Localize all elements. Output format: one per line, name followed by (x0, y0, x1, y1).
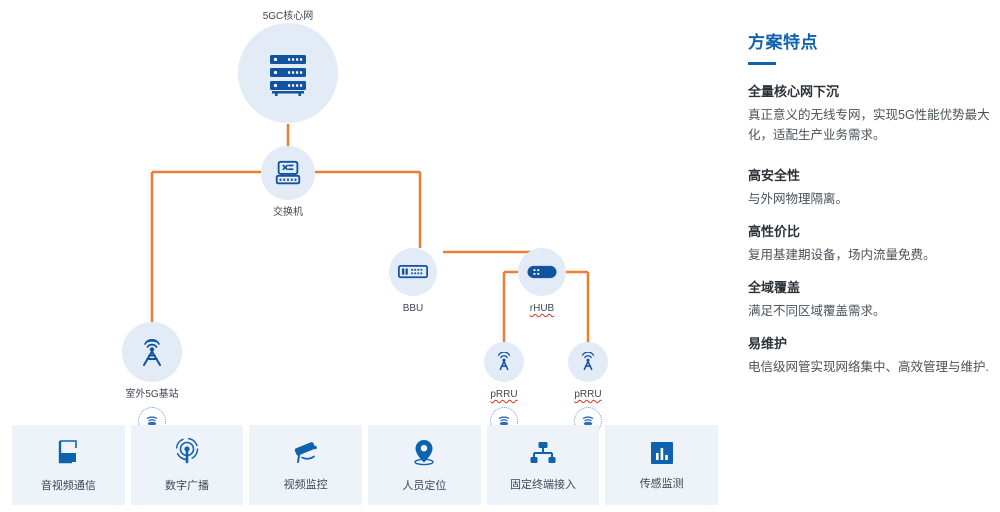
antenna-icon (581, 352, 595, 371)
panel-title-underline (748, 62, 776, 65)
node-bbu[interactable]: BBU (389, 248, 437, 315)
bbu-unit-icon (398, 264, 428, 279)
network-tree-icon (530, 441, 556, 463)
feature-body: 真正意义的无线专网，实现5G性能优势最大化，适配生产业务需求。 (748, 108, 990, 142)
feature-item: 全量核心网下沉 真正意义的无线专网，实现5G性能优势最大化，适配生产业务需求。 (748, 83, 1000, 145)
node-label-prru-1: pRRU (490, 389, 518, 400)
node-bubble-switch (261, 146, 315, 200)
node-label-rhub: rHUB (529, 303, 555, 314)
feature-heading: 高性价比 (748, 224, 801, 239)
feature-heading: 易维护 (748, 336, 788, 351)
node-label-prru-2: pRRU (574, 389, 602, 400)
capability-card-label: 视频监控 (283, 478, 328, 491)
capability-card-label: 数字广播 (165, 479, 209, 492)
feature-heading: 全域覆盖 (748, 280, 801, 295)
bar-chart-icon (650, 441, 673, 464)
capability-card-label: 传感监测 (639, 477, 684, 490)
feature-body: 复用基建期设备，场内流量免费。 (748, 248, 936, 262)
node-label-5gc-core: 5GC核心网 (262, 11, 314, 22)
feature-body: 满足不同区域覆盖需求。 (748, 304, 886, 318)
capability-card-label: 固定终端接入 (510, 478, 577, 491)
node-bubble-outdoor-5g-station (122, 322, 182, 382)
node-prru-2[interactable]: pRRU (568, 342, 608, 435)
node-switch[interactable]: 交换机 (255, 146, 321, 219)
feature-heading: 全量核心网下沉 (748, 84, 840, 99)
capability-card-audio-video[interactable]: 音视频通信 (12, 425, 125, 505)
node-label-switch: 交换机 (273, 207, 303, 218)
capability-card-label: 人员定位 (402, 479, 447, 492)
node-bubble-rhub (518, 248, 566, 296)
cell-tower-icon (143, 339, 161, 366)
phone-av-icon (59, 439, 78, 463)
feature-item: 全域覆盖 满足不同区域覆盖需求。 (748, 279, 1000, 321)
capability-card-list: 音视频通信 数字广播 (12, 425, 719, 505)
feature-item: 易维护 电信级网管实现网络集中、高效管理与维护. (748, 335, 1000, 377)
node-rhub[interactable]: rHUB (518, 248, 566, 315)
signal-waves-icon (582, 416, 594, 426)
feature-body: 电信级网管实现网络集中、高效管理与维护. (748, 360, 989, 374)
signal-waves-icon (498, 416, 510, 426)
solution-features-panel: 方案特点 全量核心网下沉 真正意义的无线专网，实现5G性能优势最大化，适配生产业… (748, 28, 1000, 498)
feature-heading: 高安全性 (748, 168, 801, 183)
capability-card-video-surveillance[interactable]: 视频监控 (249, 425, 363, 505)
node-bubble-prru-2 (568, 342, 608, 382)
rhub-unit-icon (527, 265, 557, 279)
node-bubble-5gc-core (238, 23, 338, 123)
node-prru-1[interactable]: pRRU (484, 342, 524, 435)
capability-card-digital-broadcast[interactable]: 数字广播 (130, 425, 244, 505)
node-bubble-prru-1 (484, 342, 524, 382)
location-pin-icon (414, 439, 435, 465)
topology-connectors (150, 124, 590, 345)
server-rack-icon (270, 55, 306, 96)
node-outdoor-5g-station[interactable]: 室外5G基站 (122, 322, 182, 435)
capability-card-label: 音视频通信 (40, 479, 96, 492)
network-switch-icon (275, 160, 301, 185)
panel-title: 方案特点 (748, 33, 818, 52)
capability-card-sensor-monitoring[interactable]: 传感监测 (605, 425, 719, 505)
capability-card-personnel-positioning[interactable]: 人员定位 (368, 425, 481, 505)
feature-body: 与外网物理隔离。 (748, 192, 849, 206)
cctv-camera-icon (294, 441, 317, 463)
capability-card-fixed-terminal-access[interactable]: 固定终端接入 (486, 425, 600, 505)
node-label-outdoor-5g-station: 室外5G基站 (125, 389, 179, 400)
node-bubble-bbu (389, 248, 437, 296)
feature-item: 高性价比 复用基建期设备，场内流量免费。 (748, 223, 1000, 265)
node-label-bbu: BBU (402, 303, 424, 314)
network-topology-diagram: 5GC核心网 (12, 4, 719, 505)
feature-item: 高安全性 与外网物理隔离。 (748, 167, 1000, 209)
antenna-icon (497, 352, 511, 371)
broadcast-icon (175, 437, 199, 463)
node-5gc-core[interactable]: 5GC核心网 (238, 4, 338, 123)
signal-waves-icon (146, 416, 158, 426)
